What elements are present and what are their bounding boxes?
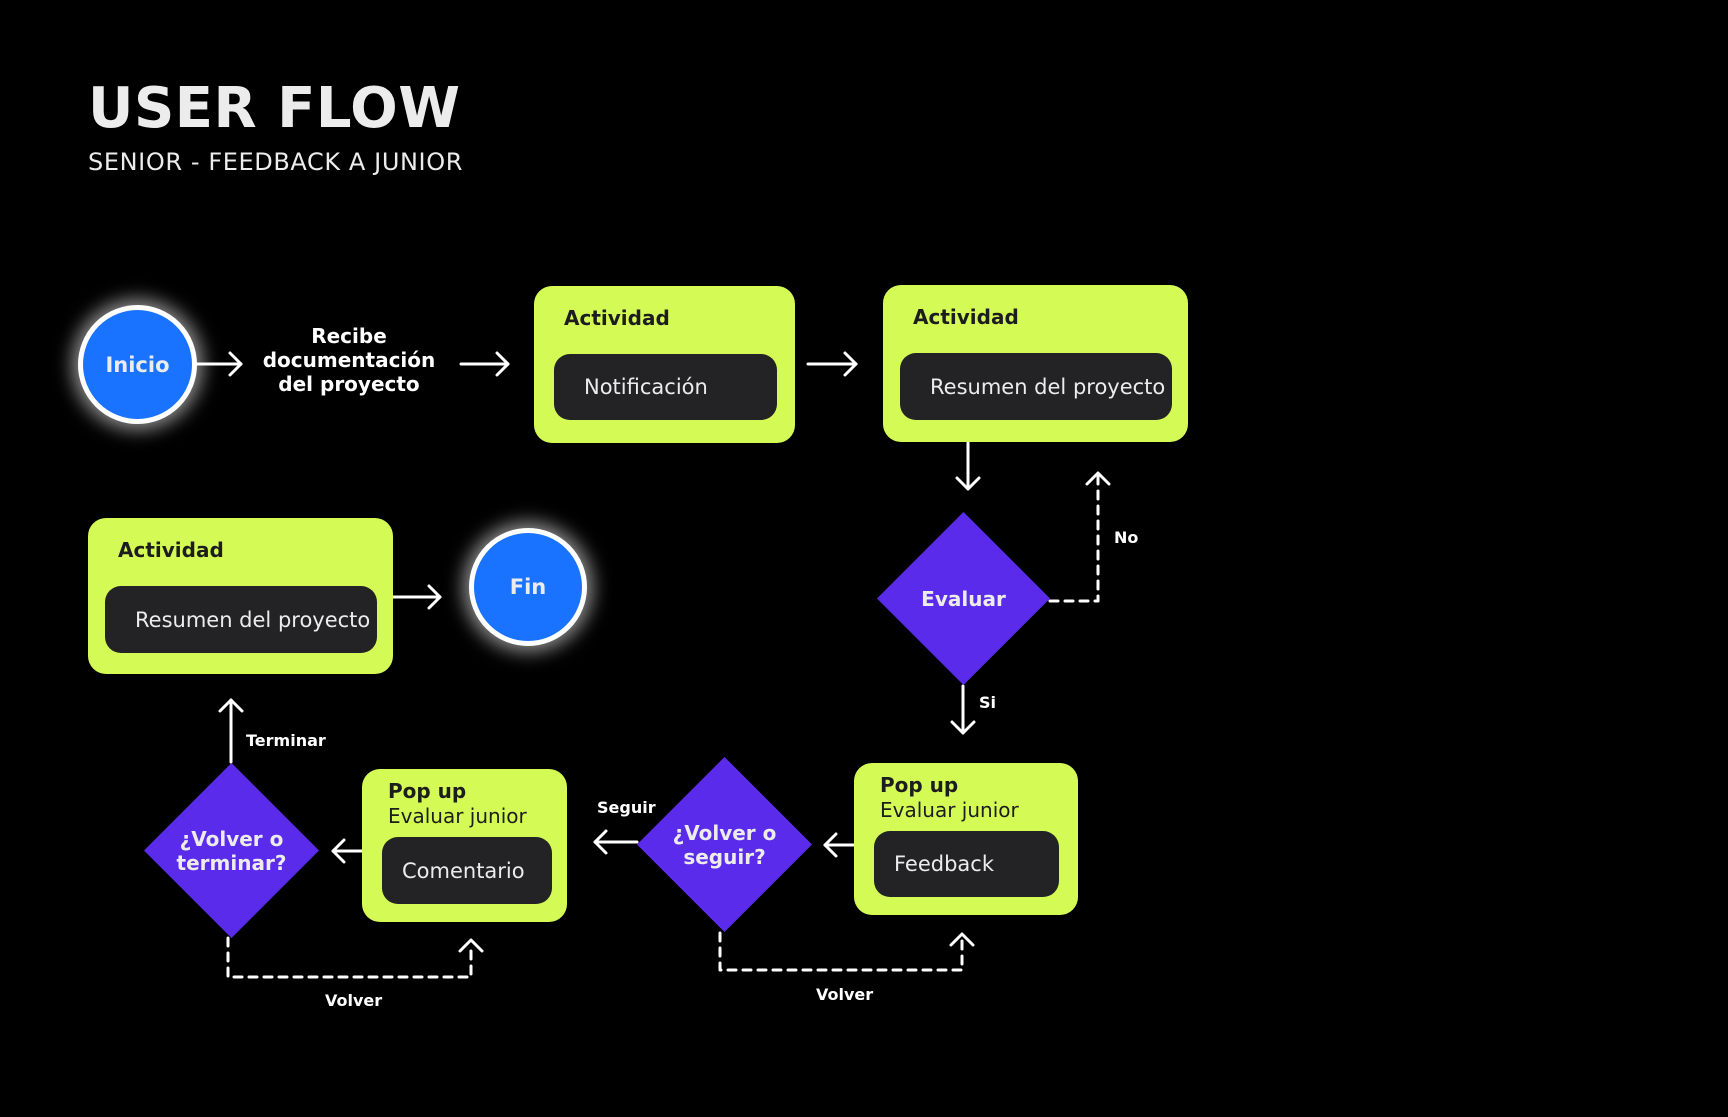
decision-back-or-continue[interactable]: ¿Volver o seguir? <box>637 757 812 932</box>
receive-docs-line-2: documentación <box>262 348 436 372</box>
popup-comment-card[interactable]: Pop up Evaluar junior Comentario <box>362 769 567 922</box>
project-summary-label: Resumen del proyecto <box>930 374 1166 399</box>
project-summary-button[interactable]: Resumen del proyecto <box>900 353 1172 420</box>
start-node[interactable]: Inicio <box>78 305 197 424</box>
edge-label-no: No <box>1114 528 1139 547</box>
activity-heading: Actividad <box>564 306 670 330</box>
popup-subheading: Evaluar junior <box>388 804 527 828</box>
popup-heading: Pop up <box>880 773 959 797</box>
receive-docs-step: Recibe documentación del proyecto <box>249 324 449 396</box>
notification-label: Notificación <box>584 375 708 399</box>
edge-label-terminar: Terminar <box>246 731 326 750</box>
edge-decision-volver-dashed-2 <box>226 936 473 979</box>
edge-label-volver: Volver <box>325 991 383 1010</box>
receive-docs-line-1: Recibe <box>311 324 387 348</box>
edge-final-to-end <box>391 584 442 610</box>
receive-docs-line-3: del proyecto <box>278 372 420 396</box>
edge-notification-to-summary <box>806 351 858 377</box>
decision-evaluate-label: Evaluar <box>921 586 1006 611</box>
comment-label: Comentario <box>402 858 525 883</box>
page-title: USER FLOW <box>88 76 461 141</box>
start-label: Inicio <box>105 352 170 377</box>
decision-back-or-finish-label: ¿Volver o terminar? <box>144 763 319 938</box>
arrowhead-volver-1 <box>949 932 975 947</box>
decision-line-1: ¿Volver o <box>179 826 284 851</box>
project-summary-button[interactable]: Resumen del proyecto <box>105 586 377 653</box>
feedback-button[interactable]: Feedback <box>874 831 1059 897</box>
end-label: Fin <box>509 575 547 599</box>
activity-heading: Actividad <box>118 538 224 562</box>
arrowhead-no <box>1085 471 1111 486</box>
activity-notification-card[interactable]: Actividad Notificación <box>534 286 795 443</box>
edge-evaluate-yes <box>950 684 976 735</box>
edge-start-to-receive <box>195 351 243 377</box>
decision-back-or-continue-label: ¿Volver o seguir? <box>637 757 812 932</box>
decision-evaluate[interactable]: Evaluar <box>877 512 1050 685</box>
comment-button[interactable]: Comentario <box>382 837 552 904</box>
decision-line-1: ¿Volver o <box>672 820 777 845</box>
edge-label-volver: Volver <box>816 985 874 1004</box>
decision-line-2: terminar? <box>176 850 287 875</box>
project-summary-label: Resumen del proyecto <box>135 607 371 632</box>
edge-label-si: Si <box>979 693 997 712</box>
edge-summary-to-evaluate <box>955 441 981 491</box>
edge-receive-to-notification <box>459 351 510 377</box>
edge-feedback-to-decision <box>823 832 856 858</box>
feedback-label: Feedback <box>894 852 995 876</box>
edge-evaluate-no-dashed <box>1048 474 1100 603</box>
popup-subheading: Evaluar junior <box>880 798 1019 822</box>
arrowhead-volver-2 <box>458 938 484 953</box>
activity-final-summary-card[interactable]: Actividad Resumen del proyecto <box>88 518 393 674</box>
edge-decision-seguir <box>593 829 639 855</box>
end-node[interactable]: Fin <box>469 528 587 646</box>
edge-decision-terminar <box>218 698 244 764</box>
page-subtitle: SENIOR - FEEDBACK A JUNIOR <box>88 148 464 176</box>
decision-back-or-finish[interactable]: ¿Volver o terminar? <box>144 763 319 938</box>
activity-summary-card[interactable]: Actividad Resumen del proyecto <box>883 285 1188 442</box>
activity-heading: Actividad <box>913 305 1019 329</box>
edge-label-seguir: Seguir <box>597 798 656 817</box>
notification-button[interactable]: Notificación <box>554 354 777 420</box>
popup-heading: Pop up <box>388 779 467 803</box>
popup-feedback-card[interactable]: Pop up Evaluar junior Feedback <box>854 763 1078 915</box>
decision-line-2: seguir? <box>683 844 766 869</box>
edge-comment-to-decision <box>331 838 364 864</box>
edge-decision-volver-dashed-1 <box>718 931 964 972</box>
